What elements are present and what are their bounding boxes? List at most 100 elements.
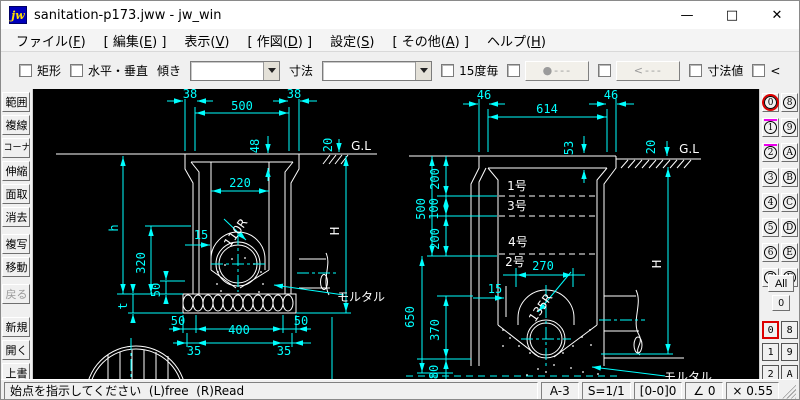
tool-button-複写[interactable]: 複写 — [2, 234, 31, 254]
layer-group-button-8[interactable]: 8 — [781, 321, 799, 339]
status-panel-0[interactable]: A-3 — [540, 381, 579, 399]
layer-all-button[interactable]: All — [768, 275, 795, 292]
layer-button-grid: 08192A3B4C5D6E7F — [762, 93, 799, 293]
layer-button-6[interactable]: 6 — [762, 243, 780, 262]
tool-button-伸縮[interactable]: 伸縮 — [2, 161, 31, 181]
horizontal-vertical-checkbox[interactable] — [70, 64, 84, 77]
less-than-option[interactable]: < — [752, 64, 780, 78]
tool-button-範囲[interactable]: 範囲 — [2, 92, 31, 112]
layer-button-4[interactable]: 4 — [762, 193, 780, 212]
end-dot-checkbox[interactable] — [507, 64, 521, 77]
layer-button-9[interactable]: 9 — [781, 118, 799, 137]
layer-group-button-9[interactable]: 9 — [781, 343, 799, 361]
tool-button-コーナー[interactable]: コーナー — [2, 138, 31, 158]
end-dot-option[interactable]: ●--- — [507, 60, 590, 81]
deg15-option[interactable]: 15度毎 — [441, 62, 498, 79]
dim-label: 53 — [562, 141, 576, 155]
dim-label: モルタル — [337, 290, 385, 304]
status-panel-2[interactable]: [0-0]0 — [633, 381, 683, 399]
dim-label: 15 — [194, 228, 208, 242]
dim-label: 500 — [231, 99, 253, 113]
less-than-checkbox[interactable] — [752, 64, 766, 77]
layer-button-0[interactable]: 0 — [762, 93, 780, 112]
layer-group-button-0[interactable]: 0 — [762, 321, 780, 339]
resize-grip[interactable] — [782, 382, 796, 399]
menu-item-others[interactable]: [ その他(A) ] — [392, 34, 469, 50]
close-button[interactable]: ✕ — [771, 7, 783, 23]
tool-button-戻る[interactable]: 戻る — [2, 284, 31, 304]
leader-arrow-checkbox[interactable] — [598, 64, 612, 77]
dimension-value-option[interactable]: 寸法値 — [689, 62, 743, 79]
layer-button-C[interactable]: C — [781, 193, 799, 212]
layer-button-A[interactable]: A — [781, 143, 799, 162]
layer-button-3[interactable]: 3 — [762, 168, 780, 187]
horizontal-vertical-option[interactable]: 水平・垂直 — [70, 62, 148, 79]
dim-label: 4号 — [508, 235, 528, 249]
dim-label: G.L — [351, 139, 371, 153]
dim-label: 46 — [477, 89, 491, 102]
menu-item-file[interactable]: ファイル(F) — [16, 34, 86, 50]
dimension-combobox[interactable] — [322, 60, 433, 81]
menu-item-help[interactable]: ヘルプ(H) — [486, 34, 546, 50]
layer-button-1[interactable]: 1 — [762, 118, 780, 137]
deg15-checkbox[interactable] — [441, 64, 455, 77]
rectangle-checkbox[interactable] — [19, 64, 32, 77]
tilt-dropdown-arrow-icon[interactable] — [263, 61, 280, 80]
tilt-combobox-field[interactable] — [191, 62, 263, 80]
dimension-label: 寸法 — [289, 64, 314, 78]
bottom-left-structure — [88, 338, 184, 379]
menu-item-edit[interactable]: [ 編集(E) ] — [103, 34, 167, 50]
minimize-button[interactable]: — — [680, 7, 694, 23]
tool-button-上書[interactable]: 上書 — [2, 363, 31, 379]
tool-button-新規[interactable]: 新規 — [2, 317, 31, 337]
layer-button-E[interactable]: E — [781, 243, 799, 262]
cad-drawing: 38500384820G.L220110R15h32050tHモルタル50400… — [55, 89, 712, 379]
tilt-combobox[interactable] — [190, 60, 281, 81]
end-dot-button[interactable]: ●--- — [525, 60, 590, 81]
layer-button-B[interactable]: B — [781, 168, 799, 187]
tool-button-複線[interactable]: 複線 — [2, 115, 31, 135]
layer-button-2[interactable]: 2 — [762, 143, 780, 162]
layer-button-8[interactable]: 8 — [781, 93, 799, 112]
tool-button-消去[interactable]: 消去 — [2, 207, 31, 227]
leader-arrow-option[interactable]: <--- — [598, 60, 681, 81]
layer-group-button-1[interactable]: 1 — [762, 343, 780, 361]
dimension-value-checkbox[interactable] — [689, 64, 703, 77]
rectangle-option[interactable]: 矩形 — [19, 62, 61, 79]
layer-group-button-A[interactable]: A — [781, 365, 799, 379]
tool-button-開く[interactable]: 開く — [2, 340, 31, 360]
layer-zero-button[interactable]: 0 — [772, 295, 791, 311]
menu-item-view[interactable]: 表示(V) — [184, 34, 230, 50]
dimension-dropdown-arrow-icon[interactable] — [415, 61, 432, 80]
dimension-value-label: 寸法値 — [707, 64, 744, 78]
layer-button-5[interactable]: 5 — [762, 218, 780, 237]
dim-label: 46 — [604, 89, 618, 102]
menu-item-settings[interactable]: 設定(S) — [330, 34, 375, 50]
dim-label: 100 — [427, 198, 441, 220]
status-panel-1[interactable]: S=1/1 — [581, 381, 631, 399]
dim-label: 20 — [644, 140, 658, 154]
concrete-dots — [216, 257, 599, 376]
dim-label: 200 — [428, 168, 442, 190]
leader-arrow-button[interactable]: <--- — [616, 60, 681, 81]
dim-label: 650 — [403, 306, 417, 328]
dim-label: 20 — [321, 138, 335, 152]
maximize-button[interactable]: □ — [725, 7, 739, 23]
rectangle-label: 矩形 — [37, 64, 62, 78]
tool-button-面取[interactable]: 面取 — [2, 184, 31, 204]
layer-button-D[interactable]: D — [781, 218, 799, 237]
dim-label: t — [116, 302, 130, 309]
dim-label: 3号 — [507, 199, 527, 213]
dim-label: 500 — [414, 198, 428, 220]
dimension-combobox-field[interactable] — [323, 62, 415, 80]
menu-item-draw[interactable]: [ 作図(D) ] — [247, 34, 313, 50]
layer-group-button-2[interactable]: 2 — [762, 365, 780, 379]
status-panel-3[interactable]: ∠ 0 — [685, 381, 724, 399]
status-panel-4[interactable]: × 0.55 — [726, 381, 779, 399]
dim-label: G.L — [679, 142, 699, 156]
tool-button-移動[interactable]: 移動 — [2, 257, 31, 277]
